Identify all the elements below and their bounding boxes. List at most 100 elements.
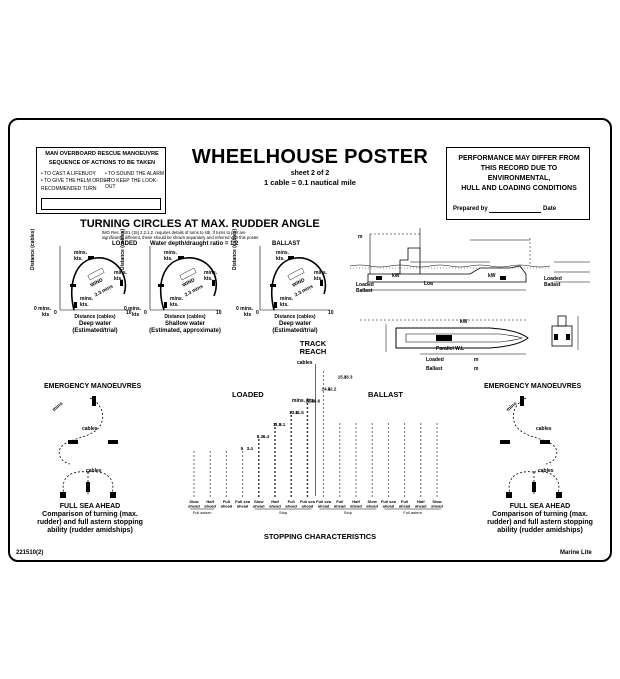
stopping-dot [371, 475, 373, 477]
stopping-dot [193, 463, 195, 465]
stopping-speed: 15.3 [338, 375, 347, 380]
stopping-dot [242, 463, 244, 465]
stopping-speed: 12.3 [305, 398, 314, 403]
stopping-dot [193, 471, 195, 473]
stopping-dot [387, 483, 389, 485]
stopping-dot [404, 487, 406, 489]
mob-action-4: • TO KEEP THE LOOK-OUT [105, 178, 158, 190]
stopping-dot [323, 399, 325, 401]
stopping-dot [209, 479, 211, 481]
stopping-dot [436, 475, 438, 477]
mins-kts-label: mins. kts. [170, 296, 184, 308]
stopping-dot [306, 411, 309, 413]
stopping-dot [355, 423, 357, 425]
stopping-dot [306, 491, 309, 493]
stopping-dot [290, 483, 293, 485]
emergency-diagram-left [58, 396, 118, 498]
stopping-dot [387, 479, 389, 481]
stopping-dot [339, 443, 341, 445]
caption-estimated-approx: (Estimated, approximate) [149, 328, 221, 334]
cable-note: 1 cable = 0.1 nautical mile [264, 178, 356, 187]
stopping-dot [404, 471, 406, 473]
stopping-dot [355, 451, 357, 453]
stopping-dot [339, 439, 341, 441]
stopping-dot [306, 451, 309, 453]
stopping-dot [193, 459, 195, 461]
ship-marker-icon [164, 302, 167, 308]
stopping-speed: 5 [241, 446, 244, 451]
stopping-dot [371, 455, 373, 457]
zero-mins-label: 0 mins. [124, 306, 142, 312]
m-unit-label: m [474, 357, 479, 363]
emergency-diagram-right [500, 396, 562, 498]
stopping-dot [242, 487, 244, 489]
stopping-dot [420, 467, 422, 469]
stopping-dot [225, 471, 227, 473]
mob-heading: MAN OVERBOARD RESCUE MANOEUVRE [45, 151, 159, 157]
stopping-dot [404, 459, 406, 461]
stopping-dot [323, 495, 325, 497]
stopping-dot [323, 447, 325, 449]
performance-box: PERFORMANCE MAY DIFFER FROM THIS RECORD … [446, 147, 590, 220]
caption-deep-water: Deep water [78, 321, 111, 327]
stopping-dot [371, 451, 373, 453]
stopping-dot [404, 455, 406, 457]
stopping-dot [387, 447, 389, 449]
stopping-dot [323, 467, 325, 469]
comparison-line-1: Comparison of turning (max. [492, 511, 588, 518]
stopping-dot [242, 475, 244, 477]
date-field[interactable] [453, 219, 491, 220]
stopping-dot [225, 487, 227, 489]
stopping-dot [323, 403, 325, 405]
group-label: Full astern [193, 510, 212, 515]
caption-shallow-water: Shallow water [164, 321, 205, 327]
ship-marker-icon [506, 492, 512, 498]
stopping-dot [257, 479, 260, 481]
stopping-dot [193, 479, 195, 481]
stopping-speed: 13.5 [289, 410, 298, 415]
stopping-dot [306, 399, 309, 401]
prepared-by-field[interactable] [489, 212, 542, 213]
axis-max-label: 10 [216, 310, 222, 316]
comparison-line-3: ability (rudder amidships) [47, 527, 133, 534]
stopping-dot [290, 495, 293, 497]
kts-label: kts [42, 312, 50, 318]
group-label: Stop [279, 510, 288, 515]
stopping-dot [323, 475, 325, 477]
stopping-dot [355, 471, 357, 473]
stopping-dot [339, 479, 341, 481]
stopping-title: STOPPING CHARACTERISTICS [263, 532, 377, 541]
mob-action-1: • TO CAST A LIFEBUOY [41, 171, 96, 177]
stopping-dot [420, 435, 422, 437]
stopping-dot [323, 387, 325, 389]
stopping-dot [306, 447, 309, 449]
stopping-dot [306, 419, 309, 421]
ship-height-label: m [358, 234, 363, 240]
stopping-dot [355, 455, 357, 457]
turning-circle-shallow-loaded [149, 246, 220, 311]
stopping-dot [323, 483, 325, 485]
stopping-dot [306, 479, 309, 481]
stopping-dot [420, 479, 422, 481]
ship-marker-icon [178, 256, 184, 259]
stopping-dot [371, 427, 373, 429]
stopping-dot [371, 463, 373, 465]
comparison-line-3: ability (rudder amidships) [497, 527, 583, 534]
stopping-dot [436, 439, 438, 441]
stopping-dot [436, 431, 438, 433]
stopping-dot [225, 455, 227, 457]
emergency-cables-label: cables [538, 468, 554, 474]
stopping-dot [420, 495, 422, 497]
stopping-dot [420, 431, 422, 433]
stopping-dot [306, 423, 309, 425]
stopping-dot [193, 487, 195, 489]
stopping-dot [371, 443, 373, 445]
stopping-dot [323, 407, 325, 409]
stopping-dot [339, 431, 341, 433]
stopping-dot [290, 431, 293, 433]
stopping-dot [290, 455, 293, 457]
stopping-dot [387, 451, 389, 453]
